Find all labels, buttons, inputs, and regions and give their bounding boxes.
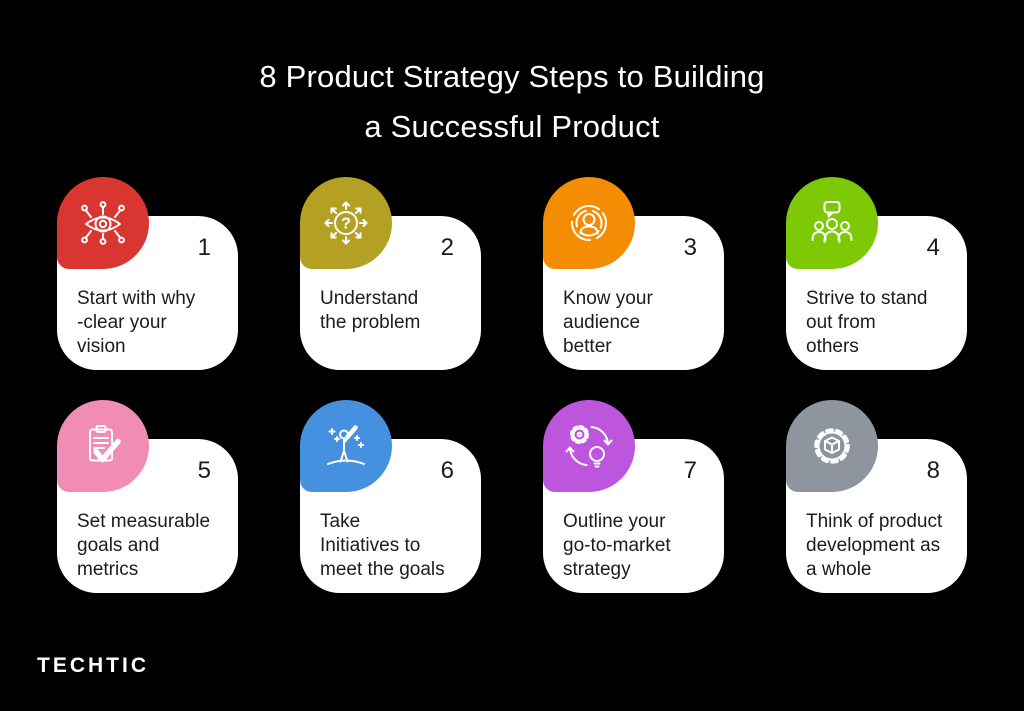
techtic-logo: TECHTIC: [37, 654, 149, 677]
step-text-line: the problem: [320, 312, 421, 333]
step-text: Start with why -clear your vision: [77, 287, 228, 359]
step-text-line: Understand: [320, 288, 419, 309]
stand-out-icon: [811, 201, 853, 243]
step-icon-badge: ?: [300, 177, 392, 269]
step-card-3: 3 Know your audience better: [543, 177, 724, 370]
step-icon-badge: [543, 177, 635, 269]
step-card-1: 1 Start with why -clear your vision: [57, 177, 238, 370]
step-text: Know your audience better: [563, 287, 714, 359]
step-card-5: 5 Set measurable goals and metrics: [57, 400, 238, 593]
know-audience-icon: [571, 205, 607, 241]
step-text-line: Initiatives to: [320, 535, 421, 556]
step-text-line: out from: [806, 312, 876, 333]
step-text-line: a whole: [806, 559, 872, 580]
step-icon-badge: [786, 400, 878, 492]
step-text: Set measurable goals and metrics: [77, 510, 228, 582]
step-text-line: strategy: [563, 559, 631, 580]
step-card-4: 4 Strive to stand out from others: [786, 177, 967, 370]
page-title: 8 Product Strategy Steps to Building a S…: [0, 52, 1024, 152]
step-icon-badge: [786, 177, 878, 269]
vision-eye-icon: [81, 201, 125, 245]
step-text: Understand the problem: [320, 287, 471, 335]
step-icon-badge: [57, 177, 149, 269]
measurable-goals-icon: [89, 425, 121, 463]
step-card-7: 7 Outline your go-to-market strategy: [543, 400, 724, 593]
step-card-2: ? 2 Understand the problem: [300, 177, 481, 370]
step-text-line: go-to-market: [563, 535, 671, 556]
step-text-line: Start with why: [77, 288, 196, 309]
step-text-line: metrics: [77, 559, 139, 580]
understand-problem-icon: ?: [324, 201, 368, 245]
step-text-line: -clear your: [77, 312, 167, 333]
step-number: 4: [926, 234, 940, 261]
page-title-line1: 8 Product Strategy Steps to Building: [259, 59, 765, 94]
step-text: Outline your go-to-market strategy: [563, 510, 714, 582]
step-text-line: Know your: [563, 288, 653, 309]
step-text-line: meet the goals: [320, 559, 445, 580]
step-text-line: development as: [806, 535, 941, 556]
step-number: 5: [197, 457, 211, 484]
step-text-line: better: [563, 336, 612, 357]
step-text: Think of product development as a whole: [806, 510, 957, 582]
step-text-line: Take: [320, 511, 361, 532]
step-text-line: Set measurable: [77, 511, 211, 532]
step-text: Take Initiatives to meet the goals: [320, 510, 471, 582]
step-number: 7: [683, 457, 697, 484]
step-number: 8: [926, 457, 940, 484]
step-card-6: 6 Take Initiatives to meet the goals: [300, 400, 481, 593]
step-text-line: vision: [77, 336, 126, 357]
step-text-line: Outline your: [563, 511, 666, 532]
initiatives-icon: [327, 425, 365, 465]
step-text-line: Think of product: [806, 511, 943, 532]
gtm-strategy-icon: [565, 425, 613, 468]
step-number: 1: [197, 234, 211, 261]
step-icon-badge: [300, 400, 392, 492]
step-card-8: 8 Think of product development as a whol…: [786, 400, 967, 593]
step-text-line: Strive to stand: [806, 288, 928, 309]
step-number: 3: [683, 234, 697, 261]
step-text-line: audience: [563, 312, 641, 333]
step-number: 6: [440, 457, 454, 484]
step-icon-badge: [57, 400, 149, 492]
step-icon-badge: [543, 400, 635, 492]
page-title-line2: a Successful Product: [364, 109, 660, 144]
step-text: Strive to stand out from others: [806, 287, 957, 359]
svg-text:?: ?: [341, 216, 351, 233]
step-text-line: goals and: [77, 535, 160, 556]
step-number: 2: [440, 234, 454, 261]
product-whole-icon: [814, 428, 850, 464]
step-text-line: others: [806, 336, 859, 357]
